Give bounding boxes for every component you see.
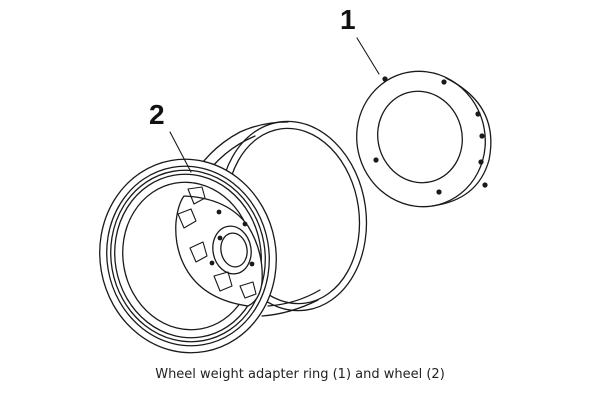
adapter-ring-center-hole <box>367 81 473 193</box>
wheel <box>84 112 378 367</box>
leader-line-2 <box>170 132 191 172</box>
adapter-ring-outer-edge <box>341 56 502 222</box>
wheel-center-disc <box>176 196 262 306</box>
wheel-center-hub <box>209 223 255 277</box>
figure-caption: Wheel weight adapter ring (1) and wheel … <box>155 367 445 382</box>
adapter-ring-bolt-holes <box>373 76 488 195</box>
adapter-ring-thickness-edge <box>432 78 491 206</box>
leader-line-1 <box>357 38 379 74</box>
callout-number-2: 2 <box>149 99 165 130</box>
callout-number-1: 1 <box>340 4 356 35</box>
wheel-barrel-bottom <box>262 300 318 316</box>
wheel-center-hub-inner <box>218 231 250 269</box>
wheel-vent-holes <box>178 187 256 298</box>
wheel-barrel-bottom-inner <box>268 290 320 306</box>
adapter-ring <box>341 56 502 222</box>
wheel-mounting-holes <box>209 209 255 267</box>
